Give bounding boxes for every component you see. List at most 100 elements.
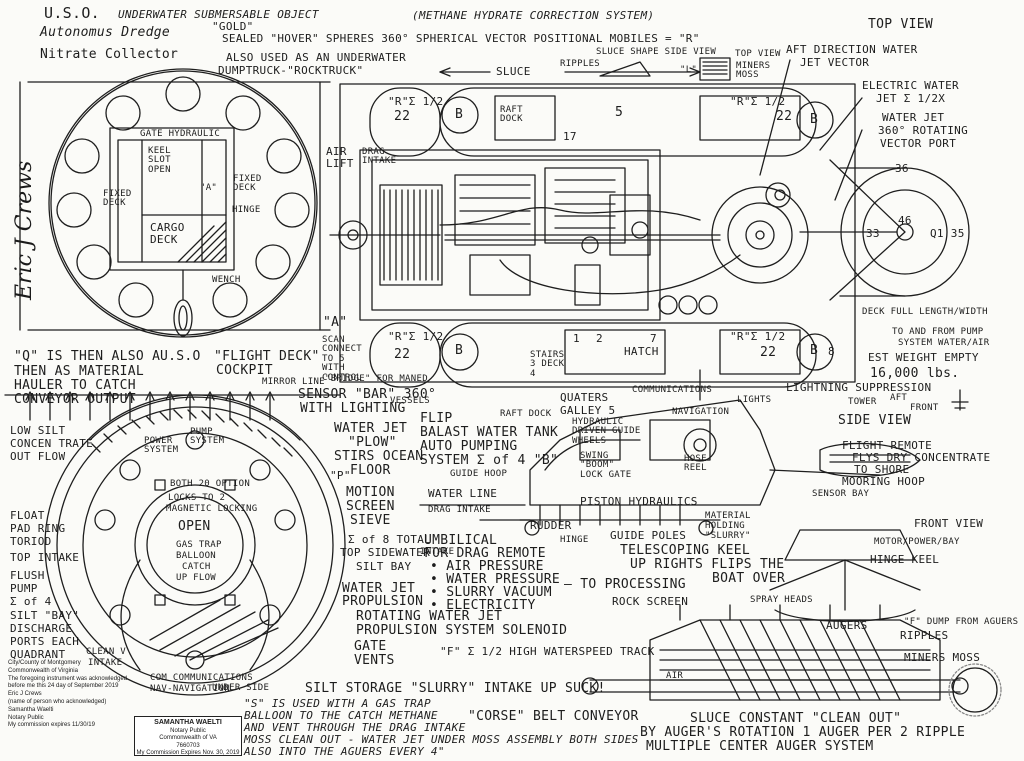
water-jet-plow-3: STIRS OCEAN — [334, 449, 424, 464]
to-from-pump-label: TO AND FROM PUMP — [892, 327, 984, 337]
stairs-deck-label: STAIRS 3 DECK 4 — [530, 350, 565, 379]
top-circle-view — [19, 68, 331, 338]
sluce-shape-label: SLUCE SHAPE SIDE VIEW — [596, 47, 717, 57]
gas-trap-3: CATCH — [182, 562, 211, 572]
ripples-label: RIPPLES — [900, 629, 949, 642]
ripples-top-label: RIPPLES — [560, 59, 601, 69]
notary-line-5: Eric J Crews — [8, 691, 42, 698]
underside-circle-view — [4, 391, 346, 696]
aft-label: AFT — [890, 393, 908, 403]
gate-hydraulic-label: GATE HYDRAULIC — [140, 129, 221, 139]
sluce-note-3: MULTIPLE CENTER AUGER SYSTEM — [646, 739, 874, 754]
title-uso: U.S.O. — [44, 4, 100, 22]
tower-label: TOWER — [848, 397, 877, 407]
num-33: 33 — [866, 227, 880, 240]
signature: Eric J Crews — [12, 160, 37, 300]
aft-direction-label: AFT DIRECTION WATER — [786, 43, 918, 56]
hose-reel-label: HOSE REEL — [684, 454, 707, 474]
stamp-line-4: 7660703 — [176, 742, 200, 749]
rotating-label: 360° ROTATING — [878, 124, 968, 137]
subtitle-dredge: Autonomus Dredge — [40, 25, 171, 40]
rudder-label: RUDDER — [530, 519, 572, 532]
sluce-assembly — [581, 604, 998, 713]
telescoping-2: UP RIGHTS FLIPS THE — [630, 557, 785, 572]
jet-sum-label: JET Σ 1/2X — [876, 92, 946, 105]
notary-line-7: Samantha Waelti — [8, 706, 54, 713]
drag-intake-side-label: DRAG INTAKE — [428, 505, 491, 515]
lights-label: LIGHTS — [737, 395, 772, 405]
b-label-1: B — [455, 107, 464, 122]
hinge-side-label: HINGE — [560, 535, 589, 545]
q-text-2: THEN AS MATERIAL — [14, 364, 145, 379]
dumptruck-label-2: DUMPTRUCK-"ROCKTRUCK" — [218, 64, 364, 77]
num-17: 17 — [563, 130, 577, 143]
umbilical-4: • WATER PRESSURE — [430, 572, 561, 587]
notary-line-2: Commonwealth of Virginia — [8, 667, 78, 674]
hinge-keel-label: HINGE KEEL — [870, 553, 940, 566]
quaters-2: GALLEY 5 — [560, 404, 616, 417]
p-label: "P" — [330, 469, 351, 482]
stamp-line-5: My Commission Expires Nov. 30, 2019 — [136, 750, 240, 757]
sensor-bar-label: SENSOR "BAR" 360° — [298, 387, 437, 402]
umbilical-1: UMBILICAL — [424, 533, 498, 548]
sum8-2: TOP SIDEWATER — [340, 546, 430, 559]
stamp-name: SAMANTHA WAELTI — [154, 719, 222, 726]
top-view-small-label: TOP VIEW — [735, 49, 781, 59]
lightning-label: LIGHTNING SUPPRESSION — [786, 381, 932, 394]
telescoping-3: BOAT OVER — [712, 571, 786, 586]
l-label: "L" — [680, 65, 698, 75]
weight-value: 16,000 lbs. — [870, 366, 960, 381]
num-1: 1 — [573, 332, 580, 345]
miners-moss-label: MINERS MOSS — [904, 651, 981, 664]
num-5: 5 — [615, 105, 624, 120]
lightning-tower — [951, 389, 969, 411]
water-line-label: WATER LINE — [428, 487, 498, 500]
quaters-1: QUATERS — [560, 391, 609, 404]
power-system-label: POWER SYSTEM — [144, 436, 179, 456]
flush-1: FLUSH — [10, 569, 45, 582]
q-text-1: "Q" IS THEN ALSO A — [14, 349, 161, 364]
drag-intake-top-label: DRAG INTAKE — [362, 147, 397, 167]
mirror-line-label: MIRROR LINE — [262, 377, 325, 387]
sluce-label: SLUCE — [496, 65, 531, 78]
communications-label: COMMUNICATIONS — [632, 385, 713, 395]
sluce-note-2: BY AUGER'S ROTATION 1 AUGER PER 2 RIPPLE — [640, 725, 966, 740]
float-2: PAD RING — [10, 522, 66, 535]
low-silt-3: OUT FLOW — [10, 450, 66, 463]
magnetic-label: MAGNETIC LOCKING — [166, 504, 258, 514]
s-used-2: BALLOON TO THE CATCH METHANE — [244, 709, 438, 722]
motion-2: SCREEN — [346, 499, 395, 514]
nitrate-collector-label: Nitrate Collector — [40, 47, 179, 62]
top-intake-label: TOP INTAKE — [10, 551, 80, 564]
front-view-heading: FRONT VIEW — [914, 517, 984, 530]
flush-3: Σ of 4 — [10, 595, 52, 608]
electric-water-label: ELECTRIC WATER — [862, 79, 959, 92]
num-22-d: 22 — [760, 345, 777, 360]
stamp-line-2: Notary Public — [170, 727, 206, 734]
vents-label: VENTS — [354, 653, 395, 668]
dumptruck-label-1: ALSO USED AS AN UNDERWATER — [226, 51, 406, 64]
sensor-bay-label: SENSOR BAY — [812, 489, 870, 499]
augers-label: AUGERS — [826, 619, 868, 632]
silt-bay-4: QUADRANT — [10, 648, 66, 661]
water-jet-prop-1: WATER JET — [342, 581, 416, 596]
pump-system-label: PUMP SYSTEM — [190, 427, 225, 447]
flip-1: FLIP — [420, 411, 453, 426]
water-jet-plow-1: WATER JET — [334, 421, 408, 436]
clean-v-label: CLEAN V — [86, 647, 127, 657]
water-jet-label: WATER JET — [882, 111, 945, 124]
num-36: 36 — [895, 162, 909, 175]
uso-label: U.S.O — [160, 349, 201, 364]
b-label-3: B — [455, 343, 464, 358]
com-label: COM COMMUNICATIONS — [150, 673, 253, 683]
top-view-heading: TOP VIEW — [868, 17, 934, 32]
s-used-3: AND VENT THROUGH THE DRAG INTAKE — [244, 721, 466, 734]
swing-boom-label: SWING "BOOM" LOCK GATE — [580, 451, 632, 480]
flip-3: AUTO PUMPING — [420, 439, 518, 454]
raft-dock-side-label: RAFT DOCK — [500, 409, 552, 419]
stamp-line-3: Commonwealth of VA — [159, 735, 217, 742]
low-silt-1: LOW SILT — [10, 424, 66, 437]
umbilical-3: • AIR PRESSURE — [430, 559, 544, 574]
vessels-label: VESSELS — [390, 396, 431, 406]
